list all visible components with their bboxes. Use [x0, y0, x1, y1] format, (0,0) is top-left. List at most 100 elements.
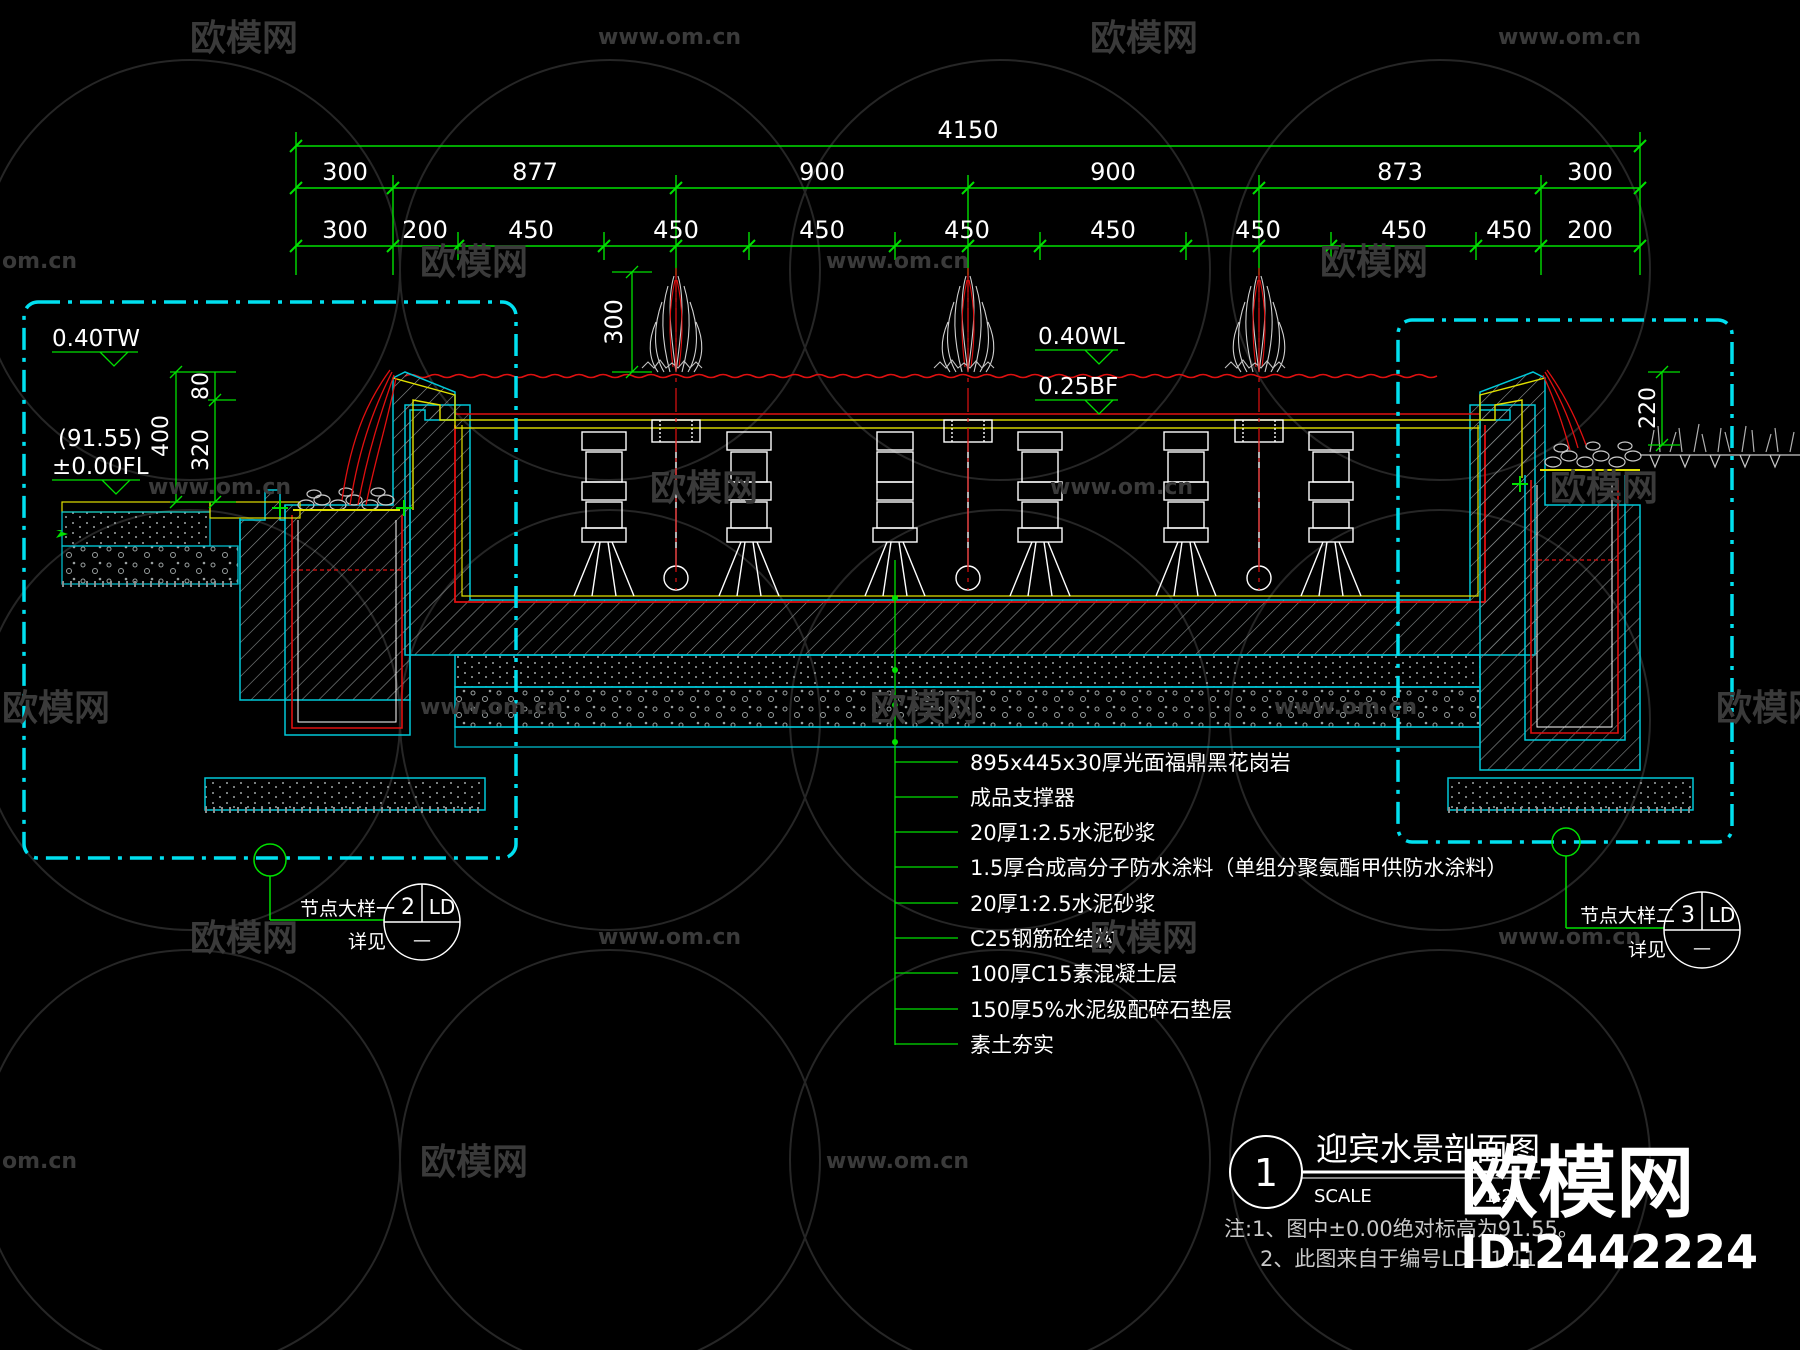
watermark-url: om.cn [2, 1149, 77, 1174]
dim-row1-5: 873 [1377, 158, 1423, 186]
detail2-label: 节点大样二 [1580, 905, 1675, 927]
dim-row2-6: 450 [944, 216, 990, 244]
layer-leader [894, 560, 958, 1045]
watermark-brand: 欧模网 [420, 1142, 528, 1183]
center-lines [675, 268, 1260, 590]
dim-row2-1: 300 [322, 216, 368, 244]
detail1-sheet: LD [429, 895, 456, 919]
watermark-url: www.om.cn [598, 925, 741, 950]
green-markers [272, 476, 1528, 516]
jet-height-label: 300 [600, 299, 628, 345]
dim-row2-11: 200 [1567, 216, 1613, 244]
level-labels: 0.40TW 0.40WL 0.25BF (91.55) ±0.00FL [52, 324, 1125, 480]
layer-item: 895x445x30厚光面福鼎黑花岗岩 [970, 751, 1291, 775]
pedestal-supports [573, 431, 1362, 597]
watermark-url: www.om.cn [1498, 25, 1641, 50]
detail-boxes [22, 300, 1734, 860]
right-ground [1640, 423, 1800, 469]
level-bf: 0.25BF [1038, 374, 1118, 400]
level-abs: (91.55) [58, 426, 142, 452]
watermark-url: www.om.cn [148, 475, 291, 500]
watermark-url: www.om.cn [1274, 695, 1417, 720]
scale-value: 1:20 [1484, 1186, 1524, 1207]
watermark-brand: 欧模网 [190, 918, 298, 959]
fountain-jets [641, 272, 1286, 373]
watermark-brand: 欧模网 [2, 688, 110, 729]
detail1-num: 2 [401, 895, 415, 920]
dim-row2-3: 450 [508, 216, 554, 244]
left-small-dims [169, 365, 236, 509]
layer-item: 成品支撑器 [970, 786, 1075, 810]
left-ground [56, 501, 301, 587]
watermark-url: www.om.cn [598, 25, 741, 50]
detail-ref-2: 节点大样二 详见 3 LD — [1551, 827, 1741, 969]
layer-item: 100厚C15素混凝土层 [970, 962, 1177, 986]
level-markers [52, 349, 1118, 495]
right-small-dim [1648, 365, 1680, 452]
dim-row2-10: 450 [1486, 216, 1532, 244]
pebbles [297, 441, 1642, 511]
watermark-brand: 欧模网 [1320, 242, 1428, 283]
dim-row1-6: 300 [1567, 158, 1613, 186]
watermark-brand: 欧模网 [870, 688, 978, 729]
dim-row2-5: 450 [799, 216, 845, 244]
dimension-ticks [289, 139, 1647, 253]
dim-row2-7: 450 [1090, 216, 1136, 244]
coping-walls [204, 371, 1694, 813]
watermark-brand: 欧模网 [190, 18, 298, 59]
corner-brand: 欧模网 ID:2442224 [1460, 1142, 1758, 1278]
dim-left-80: 80 [189, 372, 214, 400]
overflow-falls [341, 369, 1587, 506]
dim-row1-1: 300 [322, 158, 368, 186]
watermark-url: om.cn [2, 249, 77, 274]
watermark-url: www.om.cn [826, 1149, 969, 1174]
dim-row2-4: 450 [653, 216, 699, 244]
layer-item: 1.5厚合成高分子防水涂料（单组分聚氨酯甲供防水涂料） [970, 856, 1507, 880]
watermarks: 欧模网 www.om.cn 欧模网 www.om.cn om.cn 欧模网 ww… [2, 18, 1800, 1183]
dim-row2-2: 200 [402, 216, 448, 244]
water-surface [404, 373, 1438, 379]
note-1: 注:1、图中±0.00绝对标高为91.55。 [1224, 1217, 1579, 1241]
layer-item: 20厚1:2.5水泥砂浆 [970, 892, 1156, 916]
watermark-url: www.om.cn [420, 695, 563, 720]
detail1-label: 节点大样一 [300, 898, 395, 920]
watermark-brand: 欧模网 [1716, 688, 1800, 729]
watermark-url: www.om.cn [826, 249, 969, 274]
detail2-sheet: LD [1709, 903, 1736, 927]
note-2: 2、此图来自于编号LD—1.11 [1260, 1247, 1537, 1271]
dim-row1-2: 877 [512, 158, 558, 186]
title-block: 1 迎宾水景剖面图 SCALE 1:20 注:1、图中±0.00绝对标高为91.… [1224, 1130, 1579, 1271]
dim-row1-4: 900 [1090, 158, 1136, 186]
detail2-ref: — [1693, 938, 1711, 959]
title-text: 迎宾水景剖面图 [1316, 1130, 1540, 1168]
dim-row2-8: 450 [1235, 216, 1281, 244]
level-tw: 0.40TW [52, 326, 140, 352]
layer-item: 素土夯实 [970, 1033, 1054, 1057]
dim-right-220: 220 [1636, 387, 1661, 429]
scale-label: SCALE [1314, 1186, 1372, 1207]
layer-item: C25钢筋砼结构 [970, 927, 1116, 951]
layer-labels: 895x445x30厚光面福鼎黑花岗岩 成品支撑器 20厚1:2.5水泥砂浆 1… [970, 751, 1507, 1057]
dim-row1-3: 900 [799, 158, 845, 186]
dimension-labels: 4150 300 877 900 900 873 300 300 200 450… [322, 116, 1613, 244]
level-wl: 0.40WL [1038, 324, 1125, 350]
dim-overall: 4150 [937, 116, 998, 144]
level-fl: ±0.00FL [52, 454, 149, 480]
watermark-brand: 欧模网 [420, 242, 528, 283]
watermark-url: www.om.cn [1498, 925, 1641, 950]
layer-item: 150厚5%水泥级配碎石垫层 [970, 998, 1232, 1022]
corner-brand-name: 欧模网 [1460, 1139, 1695, 1229]
watermark-brand: 欧模网 [1550, 468, 1658, 509]
corner-brand-id: ID:2442224 [1460, 1225, 1758, 1279]
watermark-brand: 欧模网 [1090, 918, 1198, 959]
dim-row2-9: 450 [1381, 216, 1427, 244]
detail2-num: 3 [1681, 903, 1695, 928]
jet-height-dim [612, 265, 652, 379]
watermark-url: www.om.cn [1050, 475, 1193, 500]
watermark-brand: 欧模网 [1090, 18, 1198, 59]
title-num: 1 [1254, 1151, 1278, 1195]
detail1-see: 详见 [348, 931, 386, 953]
detail2-see: 详见 [1628, 939, 1666, 961]
layer-leader-dots [892, 595, 898, 745]
